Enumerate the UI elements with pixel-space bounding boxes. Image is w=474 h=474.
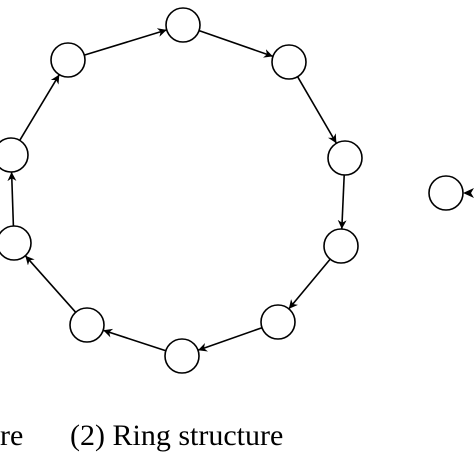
ring-node [327,140,363,176]
ring-node [165,7,201,43]
ring-edge-arrow [24,255,77,313]
ring-node [323,228,359,264]
ring-edge-arrow [337,174,347,230]
caption-previous-structure-fragment: re [0,419,24,452]
ring-edge-arrow [7,171,17,227]
ring-node [0,225,32,261]
ring-node [260,304,296,340]
ring-edge-arrow [102,328,167,352]
ring-node [69,307,105,343]
caption-ring-structure: (2) Ring structure [70,419,284,452]
ring-node [0,137,29,173]
ring-edge-arrow [197,326,263,352]
ring-node [164,338,200,374]
ring-node [271,44,307,80]
ring-edge-arrow [84,28,167,56]
ring-edge-arrow [19,74,60,141]
ring-edge-arrow [198,29,274,58]
next-structure-arrowhead [463,188,474,198]
ring-edge-arrow [288,258,331,310]
ring-edge-arrow [296,76,338,144]
next-structure-node [428,175,464,211]
ring-node [50,42,86,78]
